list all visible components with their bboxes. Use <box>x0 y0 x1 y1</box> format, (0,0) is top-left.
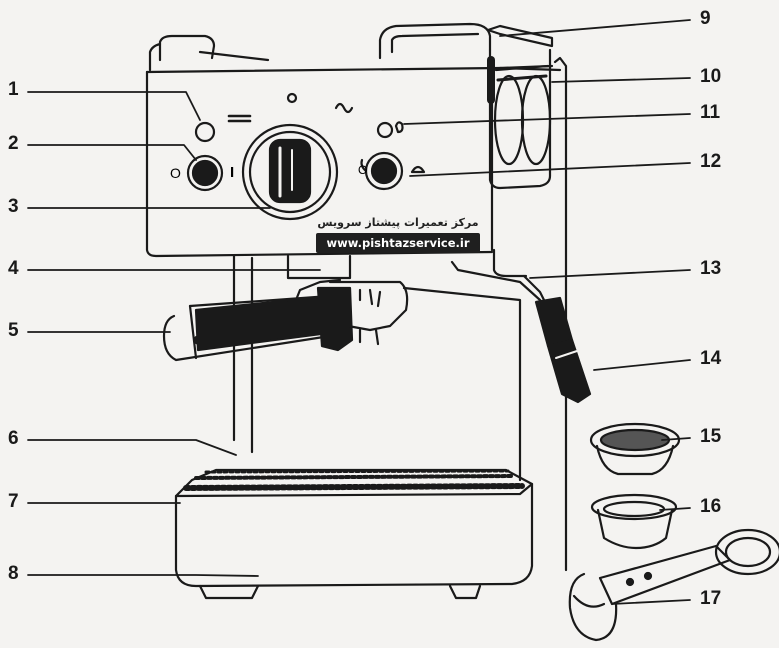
steam-off-mark: O <box>358 163 367 177</box>
callout-9: 9 <box>700 9 711 29</box>
water-tank-window <box>488 26 552 188</box>
callout-5: 5 <box>8 321 19 341</box>
watermark: مرکز تعمیرات پیشتاز سرویس www.pishtazser… <box>316 213 480 259</box>
callout-12: 12 <box>700 152 721 172</box>
callout-10: 10 <box>700 67 721 87</box>
callout-8: 8 <box>8 564 19 584</box>
single-filter-basket <box>591 424 679 474</box>
callout-13: 13 <box>700 259 721 279</box>
top-rail <box>150 24 490 70</box>
callout-4: 4 <box>8 259 19 279</box>
callout-11: 11 <box>700 103 720 123</box>
callout-2: 2 <box>8 134 19 154</box>
steam-knob <box>362 153 403 189</box>
callout-1: 1 <box>8 80 19 100</box>
callout-16: 16 <box>700 497 721 517</box>
callout-14: 14 <box>700 349 721 369</box>
tamper-spoon <box>570 530 779 640</box>
callout-17: 17 <box>700 589 721 609</box>
double-filter-basket <box>592 495 676 548</box>
watermark-title: مرکز تعمیرات پیشتاز سرویس <box>316 213 480 233</box>
power-on-mark: I <box>230 164 234 181</box>
group-head <box>234 256 350 452</box>
function-dial <box>243 125 337 219</box>
callout-3: 3 <box>8 197 19 217</box>
callout-7: 7 <box>8 492 19 512</box>
portafilter <box>164 282 407 360</box>
power-switch <box>188 156 222 190</box>
callout-15: 15 <box>700 427 721 447</box>
callout-leaders <box>28 20 690 604</box>
watermark-url: www.pishtazservice.ir <box>316 233 480 253</box>
callout-6: 6 <box>8 429 19 449</box>
power-off-mark: O <box>170 165 181 181</box>
drip-tray <box>176 470 532 598</box>
